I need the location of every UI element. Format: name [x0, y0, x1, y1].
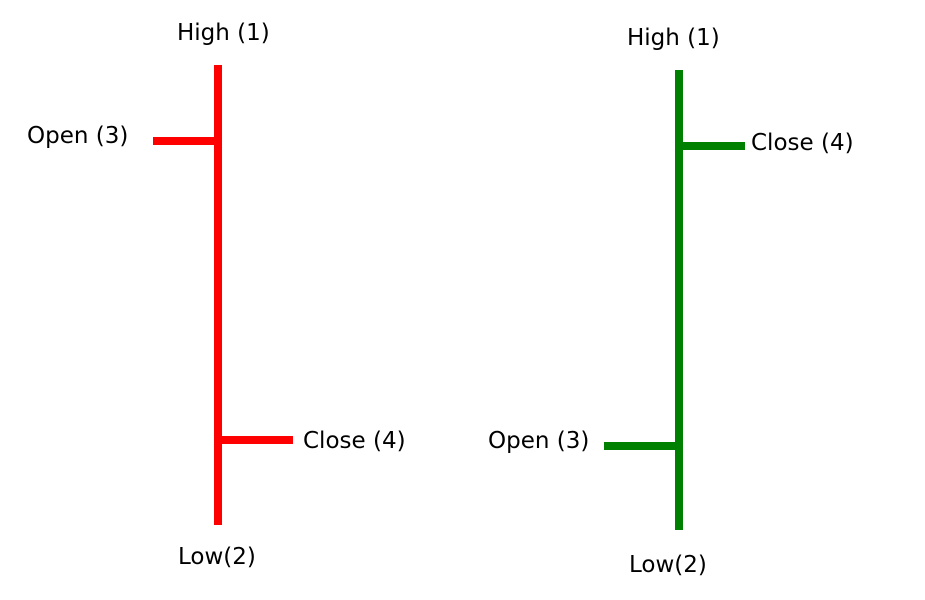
- bullish-high-label: High (1): [627, 25, 720, 51]
- bearish-high-label: High (1): [177, 20, 270, 46]
- bullish-close-tick: [679, 142, 745, 150]
- bullish-open-label: Open (3): [488, 428, 590, 454]
- bearish-high-low-line: [214, 65, 222, 525]
- bearish-low-label: Low(2): [178, 544, 256, 570]
- bullish-close-label: Close (4): [751, 130, 854, 156]
- bullish-open-tick: [604, 442, 679, 450]
- bullish-high-low-line: [675, 70, 683, 530]
- bearish-open-label: Open (3): [27, 123, 129, 149]
- bearish-close-tick: [218, 436, 293, 444]
- bearish-open-tick: [153, 137, 218, 145]
- bearish-close-label: Close (4): [303, 428, 406, 454]
- bullish-low-label: Low(2): [629, 552, 707, 578]
